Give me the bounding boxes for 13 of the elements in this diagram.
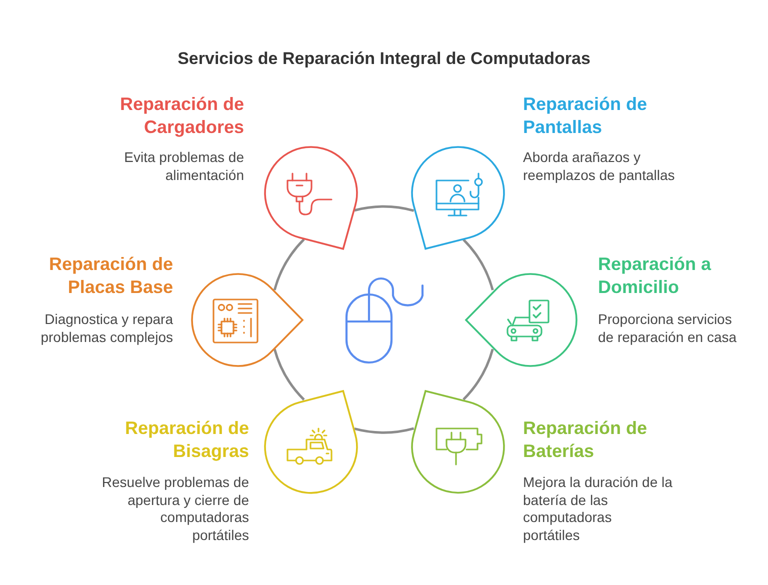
service-heading: Reparación a Domicilio — [598, 253, 712, 299]
service-heading: Reparación de Bisagras — [124, 416, 249, 463]
service-description: Diagnostica y repara problemas complejos — [40, 311, 173, 346]
service-heading: Reparación de Cargadores — [120, 93, 244, 139]
service-description: Mejora la duración de la batería de las computadoras portátiles — [523, 474, 672, 545]
service-heading: Reparación de Baterías — [523, 416, 648, 463]
service-description: Evita problemas de alimentación — [124, 149, 244, 184]
title: Servicios de Reparación Integral de Computadoras — [178, 48, 590, 70]
service-heading: Reparación de Placas Base — [48, 253, 173, 299]
service-description: Proporciona servicios de reparación en casa — [598, 311, 737, 346]
service-description: Aborda arañazos y reemplazos de pantallas — [523, 149, 675, 184]
service-heading: Reparación de Pantallas — [523, 93, 648, 139]
service-description: Resuelve problemas de apertura y cierre de computadoras portátiles — [102, 474, 249, 545]
